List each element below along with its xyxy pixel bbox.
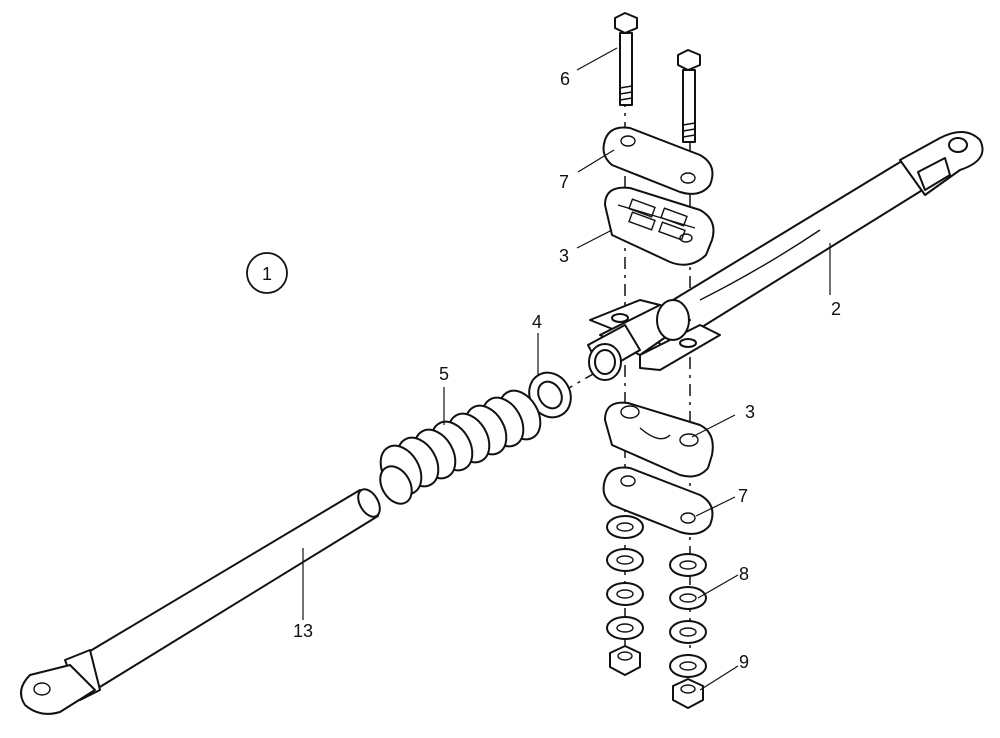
- callout-3-top: 3: [559, 246, 569, 266]
- part-7-lower-plate: [602, 466, 714, 535]
- part-2-tube-arm: [639, 131, 984, 351]
- leader-lines: [302, 47, 831, 691]
- assembly-number: 1: [262, 264, 272, 284]
- callout-5: 5: [439, 364, 449, 384]
- assembly-number-marker: 1: [246, 252, 288, 294]
- callout-2: 2: [831, 299, 841, 319]
- callout-7-bottom: 7: [738, 486, 748, 506]
- part-3-lower-clamp: [604, 401, 714, 478]
- callout-4: 4: [532, 312, 542, 332]
- part-7-upper-plate: [602, 126, 714, 195]
- callout-labels: 6 7 3 4 5 2 3 7 8 9 13: [293, 69, 841, 672]
- part-3-upper-clamp: [604, 186, 715, 266]
- part-4-washer: [528, 371, 572, 419]
- part-8-washers: [606, 515, 707, 678]
- callout-8: 8: [739, 564, 749, 584]
- part-6-bolts: [614, 12, 701, 143]
- part-13-rod: [20, 488, 381, 715]
- part-9-nuts: [609, 645, 704, 709]
- part-2-clamp-head: [587, 299, 721, 381]
- callout-7-top: 7: [559, 172, 569, 192]
- part-5-spring: [379, 389, 542, 505]
- callout-6: 6: [560, 69, 570, 89]
- callout-9: 9: [739, 652, 749, 672]
- callout-3-bottom: 3: [745, 402, 755, 422]
- callout-13: 13: [293, 621, 313, 641]
